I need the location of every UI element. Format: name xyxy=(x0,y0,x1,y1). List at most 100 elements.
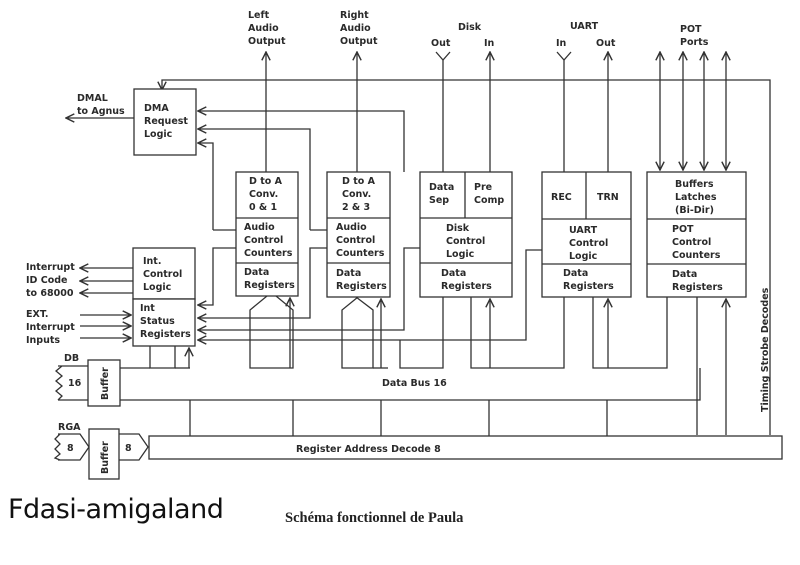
ext-interrupt-label: EXT. Interrupt Inputs xyxy=(26,309,75,346)
register-address-decode-label: Register Address Decode 8 xyxy=(296,444,441,455)
svg-text:DMAL: DMAL xyxy=(77,93,108,104)
disk-out-fork-icon xyxy=(435,51,451,61)
db-width-label: 16 xyxy=(68,378,82,389)
svg-text:Latches: Latches xyxy=(675,192,717,203)
data-bus-taps xyxy=(189,400,608,436)
rga-out-width-label: 8 xyxy=(125,443,132,454)
register-bus-connections xyxy=(149,295,726,435)
svg-text:Control: Control xyxy=(143,269,182,280)
uart-in-label: In xyxy=(556,38,567,49)
svg-text:Logic: Logic xyxy=(144,129,172,140)
int-control-block: Int. Control Logic xyxy=(132,247,196,300)
rga-out-bus-icon xyxy=(119,433,149,461)
svg-text:Buffers: Buffers xyxy=(675,179,714,190)
dma-input-disk xyxy=(198,111,405,172)
left-audio-label: Left Audio Output xyxy=(248,10,286,47)
db-buffer-label: Buffer xyxy=(100,367,111,400)
ext-interrupt-arrows xyxy=(80,315,131,338)
data-bus-label: Data Bus 16 xyxy=(382,378,447,389)
dma-top-feed xyxy=(162,79,200,90)
uart-out-label: Out xyxy=(596,38,616,49)
timing-strobe-label: Timing Strobe Decodes xyxy=(760,287,771,412)
register-address-decode-block xyxy=(148,435,783,460)
dma-request-logic-label: DMA Request Logic xyxy=(144,103,188,140)
svg-text:Interrupt: Interrupt xyxy=(26,262,75,273)
watermark: Fdasi-amigaland xyxy=(8,494,224,525)
svg-text:Status: Status xyxy=(140,316,175,327)
svg-text:DMA: DMA xyxy=(144,103,169,114)
paula-block-diagram: Left Audio Output Right Audio Output Dis… xyxy=(26,10,783,480)
svg-text:Registers: Registers xyxy=(441,281,492,292)
db-buffer-block xyxy=(87,359,121,407)
svg-text:Data: Data xyxy=(429,182,454,193)
db-label: DB xyxy=(64,353,79,364)
diagram-caption: Schéma fonctionnel de Paula xyxy=(285,510,464,526)
svg-text:Left: Left xyxy=(248,10,270,21)
svg-text:(Bi-Dir): (Bi-Dir) xyxy=(675,205,714,216)
disk-block: Data Sep Pre Comp Disk Control Logic Dat… xyxy=(419,171,513,298)
svg-text:Control: Control xyxy=(336,235,375,246)
svg-text:TRN: TRN xyxy=(597,192,619,203)
data-bus-line xyxy=(120,368,701,401)
svg-text:Ports: Ports xyxy=(680,37,709,48)
svg-text:Registers: Registers xyxy=(244,280,295,291)
rga-width-label: 8 xyxy=(67,443,74,454)
svg-text:Conv.: Conv. xyxy=(249,189,278,200)
audio01-int-line xyxy=(198,247,236,305)
disk-in-label: In xyxy=(484,38,495,49)
svg-text:Conv.: Conv. xyxy=(342,189,371,200)
svg-text:to 68000: to 68000 xyxy=(26,288,74,299)
svg-text:D to A: D to A xyxy=(342,176,376,187)
rga-label: RGA xyxy=(58,422,81,433)
uart-label: UART xyxy=(570,21,599,32)
disk-int-line xyxy=(198,247,420,330)
svg-text:0 & 1: 0 & 1 xyxy=(249,202,277,213)
uart-in-fork-icon xyxy=(556,51,572,61)
interrupt-id-arrows xyxy=(80,268,133,293)
interrupt-id-label: Interrupt ID Code to 68000 xyxy=(26,262,75,299)
svg-text:Inputs: Inputs xyxy=(26,335,60,346)
dma-input-audio23 xyxy=(198,129,311,230)
svg-text:UART: UART xyxy=(569,225,598,236)
disk-label: Disk xyxy=(458,22,482,33)
svg-text:Logic: Logic xyxy=(143,282,171,293)
uart-block: REC TRN UART Control Logic Data Register… xyxy=(541,171,632,298)
dma-input-audio01 xyxy=(198,143,214,230)
svg-text:Output: Output xyxy=(340,36,378,47)
svg-text:Registers: Registers xyxy=(563,281,614,292)
svg-text:2 & 3: 2 & 3 xyxy=(342,202,370,213)
right-audio-label: Right Audio Output xyxy=(340,10,378,47)
pot-ports-label: POT Ports xyxy=(680,24,709,48)
svg-text:Logic: Logic xyxy=(569,251,597,262)
svg-text:Comp: Comp xyxy=(474,195,504,206)
audio23-block: D to A Conv. 2 & 3 Audio Control Counter… xyxy=(326,171,391,298)
svg-text:Data: Data xyxy=(563,268,588,279)
svg-text:Data: Data xyxy=(244,267,269,278)
audio01-block: D to A Conv. 0 & 1 Audio Control Counter… xyxy=(235,171,299,297)
svg-text:Right: Right xyxy=(340,10,369,21)
svg-text:Counters: Counters xyxy=(244,248,293,259)
svg-text:Disk: Disk xyxy=(446,223,470,234)
disk-out-label: Out xyxy=(431,38,451,49)
svg-text:ID Code: ID Code xyxy=(26,275,67,286)
svg-text:Control: Control xyxy=(672,237,711,248)
dma-request-logic-block xyxy=(133,88,197,156)
int-status-block: Int Status Registers xyxy=(132,298,196,347)
svg-text:Audio: Audio xyxy=(340,23,371,34)
svg-text:Control: Control xyxy=(244,235,283,246)
uart-int-line xyxy=(198,249,542,340)
pot-port-arrows xyxy=(660,52,726,170)
svg-text:Registers: Registers xyxy=(672,282,723,293)
svg-text:Output: Output xyxy=(248,36,286,47)
db-bus-input-icon xyxy=(54,365,88,401)
svg-text:Audio: Audio xyxy=(336,222,367,233)
svg-text:D to A: D to A xyxy=(249,176,283,187)
svg-text:to Agnus: to Agnus xyxy=(77,106,125,117)
svg-text:Sep: Sep xyxy=(429,195,449,206)
svg-text:Registers: Registers xyxy=(140,329,191,340)
dmal-label: DMAL to Agnus xyxy=(77,93,125,117)
rga-buffer-label: Buffer xyxy=(100,441,111,474)
audio23-int-line xyxy=(198,247,327,318)
svg-text:Request: Request xyxy=(144,116,188,127)
svg-text:EXT.: EXT. xyxy=(26,309,48,320)
